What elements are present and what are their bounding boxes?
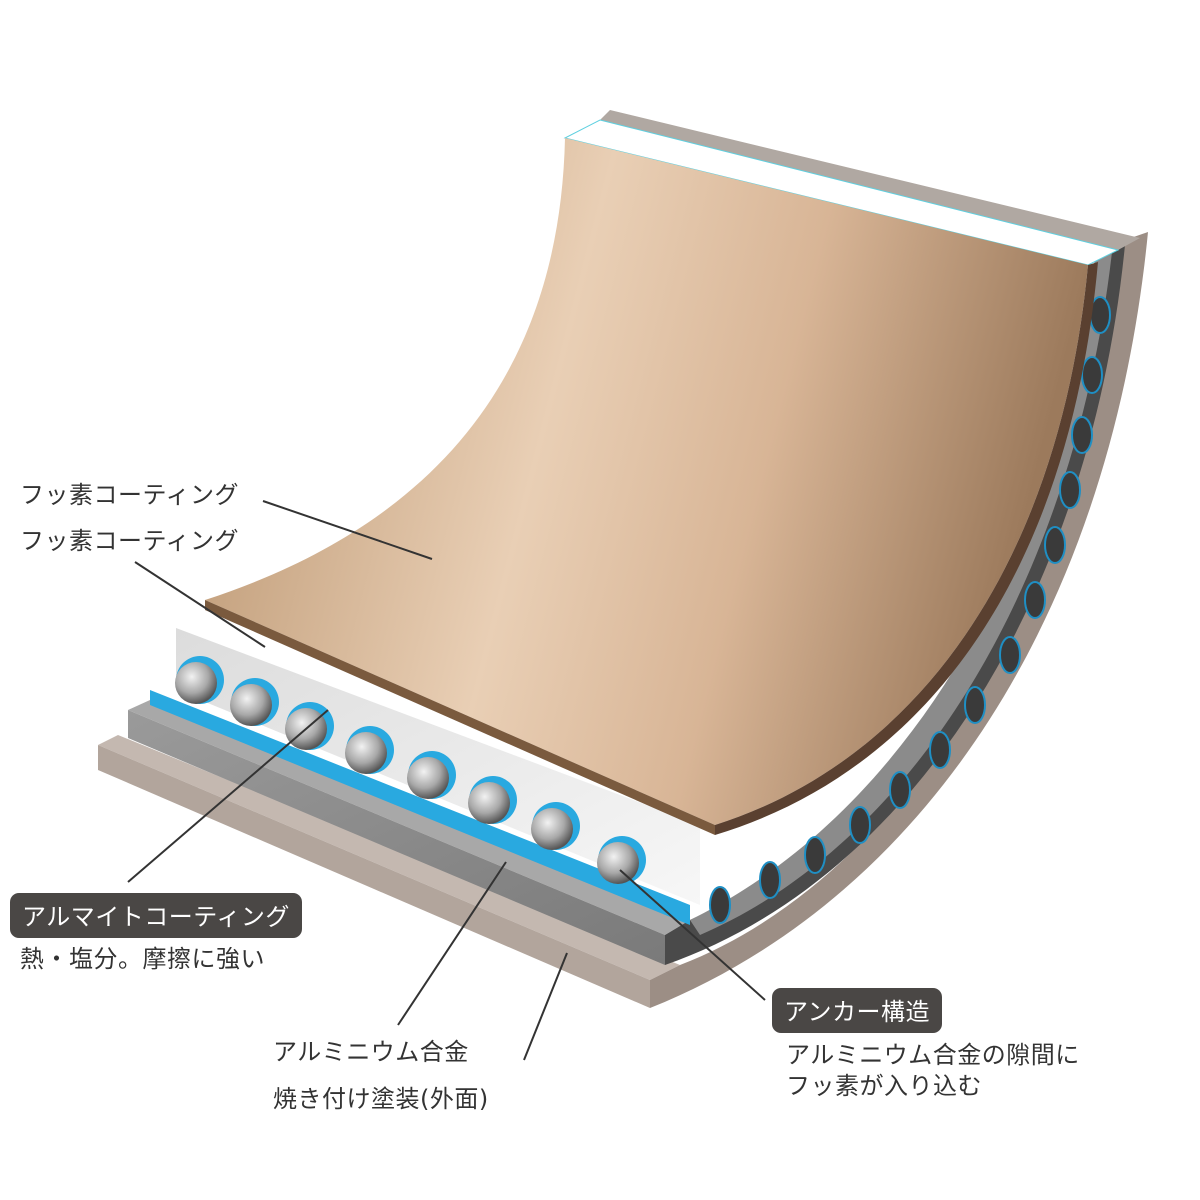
anchor-structure [150,656,690,925]
outer-paint-layer [98,232,1148,1008]
label-alumite-description: 熱・塩分。摩擦に強い [20,945,265,973]
aluminum-alloy-layer [128,245,1125,965]
label-outer-paint: 焼き付け塗装(外面) [273,1085,489,1113]
label-anchor-desc-line2: フッ素が入り込む [786,1072,982,1100]
label-fluorine-coating-1: フッ素コーティング [20,481,240,509]
anchor-cross-section [709,296,1111,924]
leader-anchor [619,869,766,1001]
label-anchor-desc-line1: アルミニウム合金の隙間に [786,1041,1080,1069]
fluorine-coating-layer [205,138,1098,835]
leader-fluorine-2 [134,561,266,648]
anchor-balls [175,656,646,884]
leader-aluminum [397,861,507,1026]
badge-anchor-structure: アンカー構造 [772,988,943,1033]
leader-alumite [127,709,329,883]
label-fluorine-coating-2: フッ素コーティング [20,527,240,555]
leader-fluorine-1 [262,500,433,560]
label-aluminum-alloy: アルミニウム合金 [273,1038,469,1066]
leader-outer-paint [523,952,568,1061]
badge-alumite-coating: アルマイトコーティング [10,893,302,938]
leader-lines [127,500,766,1061]
